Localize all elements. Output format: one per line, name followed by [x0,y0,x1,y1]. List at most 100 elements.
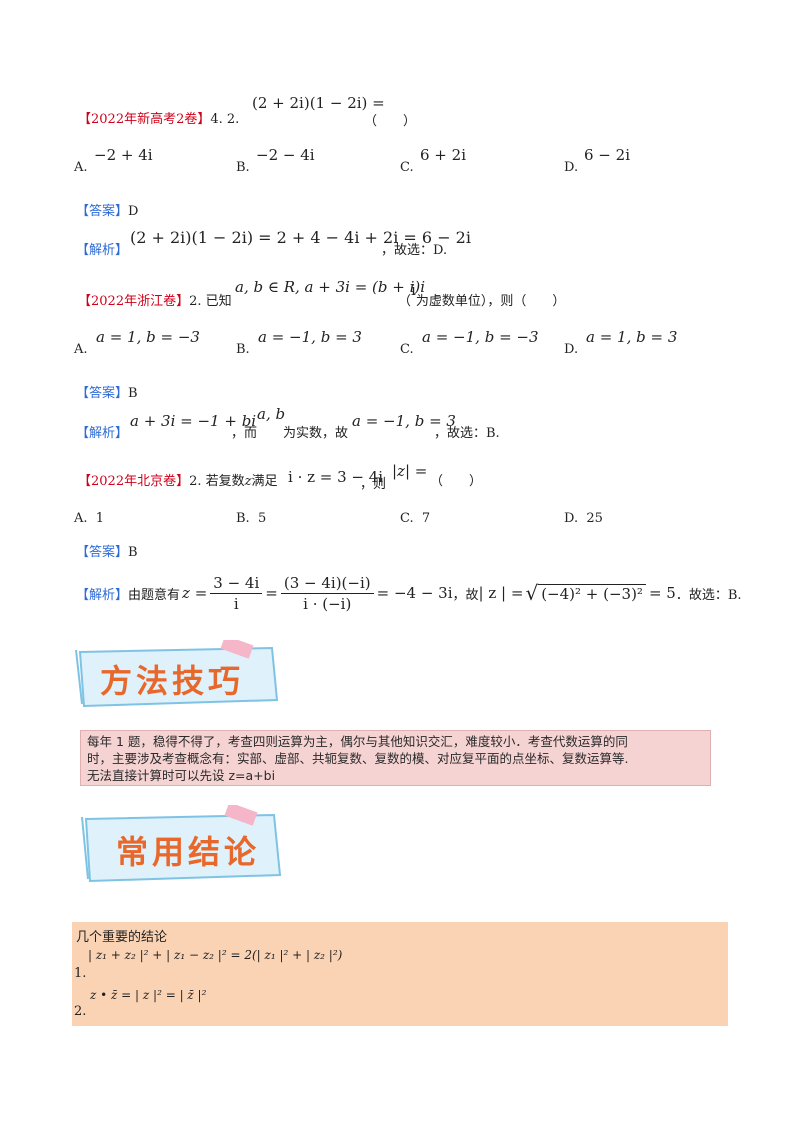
conclusion-1: | z₁ + z₂ |² + | z₁ − z₂ |² = 2(| z₁ |² … [88,948,343,962]
q3-option-d-label: D. [564,511,579,526]
q1-option-a-label: A. [74,160,88,175]
q1-option-a: −2 + 4i [94,146,153,164]
q2-option-a: a = 1, b = −3 [96,328,200,346]
q2-option-c-label: C. [400,342,414,357]
q3-f1-num: 3 − 4i [210,573,263,594]
q2-note-pre: （ [398,294,412,309]
q3-fraction-2: (3 − 4i)(−i) i · (−i) [280,573,374,614]
q3-option-d: D. 25 [564,511,603,526]
q2-answer: 【答案】B [76,382,138,401]
q3-f2-num: (3 − 4i)(−i) [280,573,374,594]
q2-note: （i为虚数单位），则（ ） [398,281,566,309]
method-line-3: 无法直接计算时可以先设 z=a+bi [87,768,276,783]
q2-header: 【2022年浙江卷】2. 已知 [78,290,232,309]
q2-option-a-label: A. [74,342,88,357]
q1-option-b-label: B. [236,160,250,175]
q3-sqrt-body: (−4)² + (−3)² [538,583,646,603]
q3-mod-expr: | z | = [478,584,524,602]
q2-answer-tag: 【答案】 [76,386,129,401]
q2-option-d: a = 1, b = 3 [586,328,678,346]
q1-analysis-expr: (2 + 2i)(1 − 2i) = 2 + 4 − 4i + 2i = 6 −… [130,228,471,247]
banner-frame-icon [81,805,282,883]
q3-option-c-label: C. [400,511,414,526]
q2-note-post: 为虚数单位），则（ ） [415,294,566,309]
sqrt-icon: √ [525,581,539,605]
q3-option-a: A. 1 [74,511,104,526]
q3-z-eq: z = [182,584,208,602]
q2-source: 【2022年浙江卷】 [78,294,190,309]
q2-condition: a, b ∈ R, a + 3i = (b + i)i [235,278,426,296]
q1-number: 4. 2. [210,112,240,127]
q3-answer-tag: 【答案】 [76,545,129,560]
q1-source: 【2022年新高考2卷】 [78,112,211,127]
q1-option-d: 6 − 2i [584,146,630,164]
conclusions-box: 几个重要的结论 | z₁ + z₂ |² + | z₁ − z₂ |² = 2(… [72,922,728,1026]
q1-option-b: −2 − 4i [256,146,315,164]
q3-analysis-label: 【解析】 [76,587,129,603]
q3-eq-result: = −4 − 3i [376,584,453,602]
q3-then: ，则 [360,477,387,492]
q2-option-b-label: B. [236,342,250,357]
q3-analysis-pre: 由题意有 [128,587,181,603]
q2-analysis-2: ，而 [231,426,258,441]
q2-option-c: a = −1, b = −3 [422,328,539,346]
q1-option-d-label: D. [564,160,579,175]
q3-tail: ．故选：B. [675,587,742,603]
q3-number: 2. 若复数 [189,474,245,489]
q1-analysis-tag: 【解析】 [76,239,128,258]
q1-analysis-label: 【解析】 [76,243,129,258]
q1-option-c: 6 + 2i [420,146,466,164]
q3-paren: （ ） [430,474,483,489]
banner-method-title: 方法技巧 [100,662,245,700]
q2-analysis-4: 为实数，故 [283,426,349,441]
banner-method: 方法技巧 [72,640,282,710]
q2-note-i: i [411,281,416,299]
method-line-1: 每年 1 题，稳得不得了，考查四则运算为主，偶尔与其他知识交汇，难度较小．考查代… [87,734,628,749]
method-box: 每年 1 题，稳得不得了，考查四则运算为主，偶尔与其他知识交汇，难度较小．考查代… [80,730,711,786]
banner-frame-icon [75,640,279,708]
q1-option-c-label: C. [400,160,414,175]
q3-header: 【2022年北京卷】2. 若复数z满足 [78,470,278,489]
q3-mod-result: = 5 [648,584,676,602]
q3-answer: 【答案】B [76,541,138,560]
banner-conclusions: 常用结论 [76,805,286,885]
method-line-2: 时，主要涉及考查概念有：实部、虚部、共轭复数、复数的模、对应复平面的点坐标、复数… [87,751,629,766]
conclusion-2: z • z̄ = | z |² = | z̄ |² [90,988,207,1002]
q3-source: 【2022年北京卷】 [78,474,190,489]
conclusion-2-number: 2. [74,1004,87,1019]
q3-modulus: |z| = [392,462,428,480]
q2-analysis-label: 【解析】 [76,426,129,441]
q3-condition: i · z = 3 − 4i [288,468,384,486]
q3-option-d-value: 25 [586,511,603,526]
q3-option-b-label: B. [236,511,250,526]
q3-fraction-1: 3 − 4i i [210,573,263,614]
q3-mod-pre: ，故 [452,587,479,603]
q2-answer-value: B [128,386,138,401]
q1-answer-tag: 【答案】 [76,204,129,219]
q2-option-b: a = −1, b = 3 [258,328,362,346]
q2-analysis-6: ，故选：B. [434,426,500,441]
q3-z: z [244,474,252,489]
q3-f2-den: i · (−i) [303,594,352,613]
q3-option-b: B. 5 [236,511,266,526]
q1-paren: （ ） [364,114,417,129]
q3-option-a-value: 1 [95,511,105,526]
banner-conclusions-title: 常用结论 [116,833,261,871]
q1-answer: 【答案】D [76,200,138,219]
q3-answer-value: B [128,545,138,560]
conclusions-heading: 几个重要的结论 [76,930,168,945]
q2-analysis-1: a + 3i = −1 + bi [130,412,257,430]
q2-option-d-label: D. [564,342,579,357]
q2-number: 2. 已知 [189,294,232,309]
q1-expression: (2 + 2i)(1 − 2i) = [252,94,385,112]
q1-analysis-tail: ，故选：D. [381,243,448,258]
q2-analysis-3: a, b [257,405,286,423]
q3-option-c-value: 7 [421,511,431,526]
q2-analysis-tag: 【解析】 [76,422,128,441]
q3-option-c: C. 7 [400,511,430,526]
q1-header: 【2022年新高考2卷】4. 2. [78,108,239,127]
q2-analysis-5: a = −1, b = 3 [352,412,456,430]
q3-option-b-value: 5 [257,511,267,526]
q1-answer-value: D [128,204,139,219]
q3-analysis: 【解析】 由题意有 z = 3 − 4i i = (3 − 4i)(−i) i … [76,573,742,614]
